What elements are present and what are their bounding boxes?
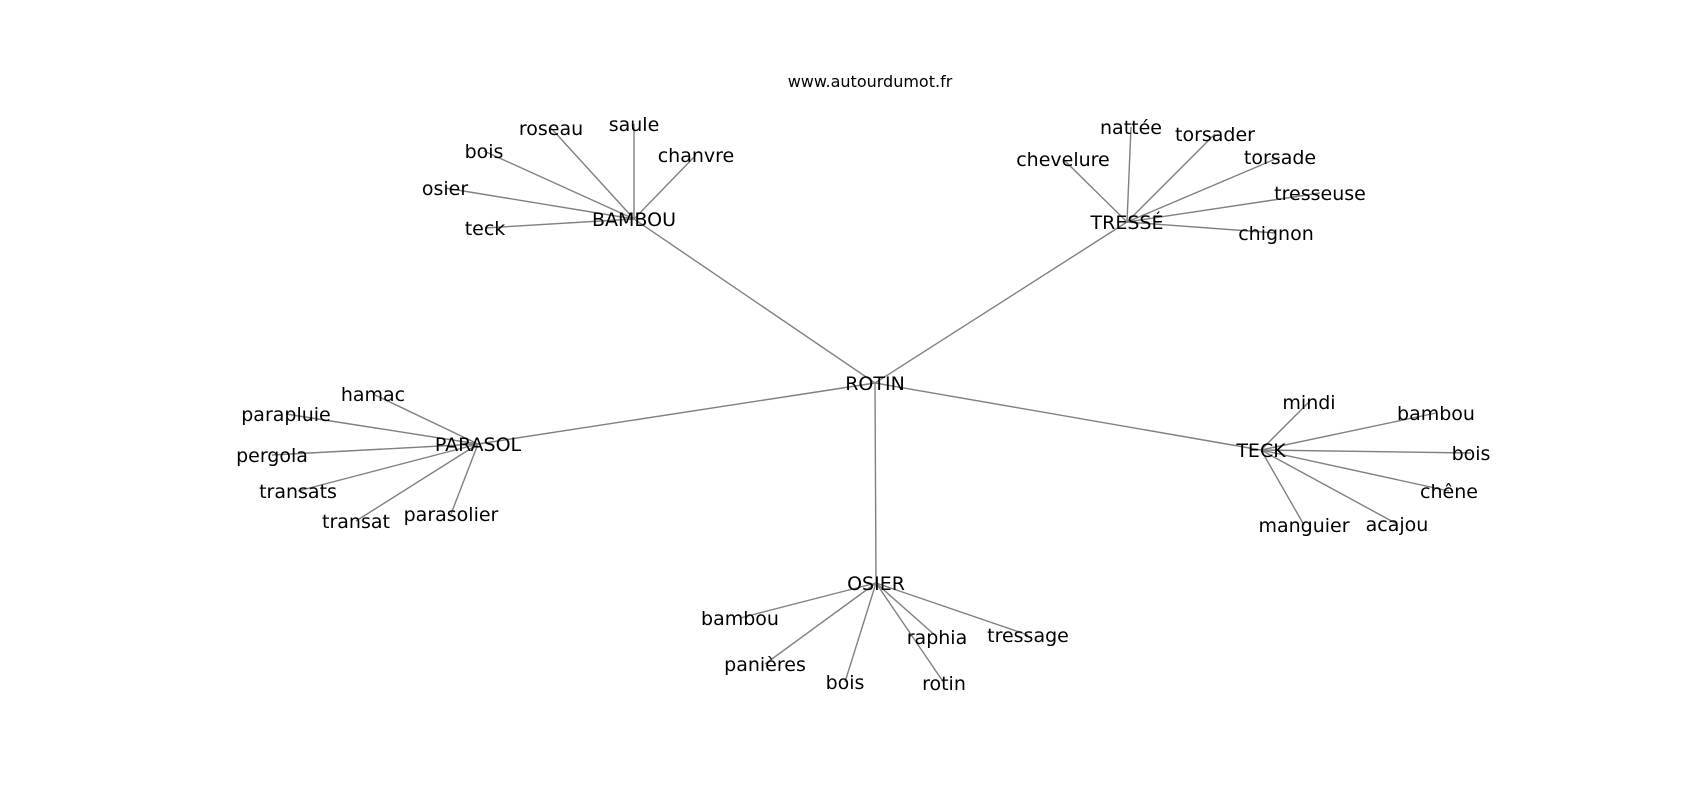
edge-root-parasol	[477, 382, 876, 445]
edge-osier-leaf	[844, 582, 877, 683]
edge-osier-leaf	[875, 582, 938, 638]
hub-node-label: BAMBOU	[592, 209, 676, 231]
edge-parasol-leaf	[297, 443, 479, 492]
edge-teck-leaf	[1260, 401, 1310, 451]
leaf-node-label: pergola	[236, 445, 308, 467]
leaf-node-label: hamac	[341, 384, 405, 406]
leaf-node-label: chignon	[1238, 223, 1314, 245]
leaf-node-label: panières	[724, 654, 806, 676]
edge-tresse-leaf	[1126, 221, 1277, 234]
edge-root-teck	[874, 382, 1262, 451]
edges	[271, 124, 1472, 684]
edge-bambou-leaf	[633, 154, 697, 220]
hub-node-label: OSIER	[847, 573, 905, 595]
site-watermark: www.autourdumot.fr	[788, 72, 953, 91]
edge-teck-leaf	[1260, 449, 1472, 454]
edge-root-bambou	[633, 218, 876, 384]
leaf-node-label: saule	[609, 114, 660, 136]
edge-bambou-leaf	[484, 218, 635, 229]
leaf-node-label: torsader	[1175, 124, 1255, 146]
edge-osier-leaf	[764, 582, 877, 665]
leaf-node-label: bois	[465, 141, 504, 163]
edge-osier-leaf	[875, 582, 1029, 636]
leaf-node-label: tresseuse	[1274, 183, 1366, 205]
leaf-node-label: chanvre	[658, 145, 735, 167]
leaf-node-label: roseau	[519, 118, 583, 140]
leaf-node-label: parapluie	[241, 404, 331, 426]
leaf-node-label: bambou	[1397, 403, 1475, 425]
edge-bambou-leaf	[483, 150, 635, 220]
edge-osier-leaf	[739, 582, 877, 619]
edge-root-tresse	[874, 221, 1128, 384]
edge-parasol-leaf	[271, 443, 479, 456]
leaf-node-label: chevelure	[1016, 149, 1110, 171]
edge-teck-leaf	[1260, 449, 1305, 526]
edge-tresse-leaf	[1062, 158, 1128, 223]
leaf-node-label: rotin	[922, 673, 966, 695]
leaf-node-label: nattée	[1100, 117, 1162, 139]
leaf-node-label: manguier	[1258, 515, 1349, 537]
edge-tresse-leaf	[1126, 133, 1216, 223]
edge-tresse-leaf	[1126, 192, 1321, 223]
edge-parasol-leaf	[355, 443, 479, 522]
edge-teck-leaf	[1260, 449, 1450, 492]
leaf-node-label: teck	[465, 218, 506, 240]
leaf-node-label: parasolier	[404, 504, 499, 526]
leaf-node-label: tressage	[987, 625, 1069, 647]
leaf-node-label: bois	[1452, 443, 1491, 465]
edge-teck-leaf	[1260, 449, 1398, 525]
edge-parasol-leaf	[372, 393, 479, 445]
leaf-node-label: torsade	[1244, 147, 1316, 169]
leaf-node-label: chêne	[1420, 481, 1478, 503]
leaf-node-label: raphia	[907, 627, 967, 649]
edge-root-osier	[874, 382, 877, 584]
leaf-node-label: acajou	[1366, 514, 1429, 536]
leaf-node-label: transats	[259, 481, 337, 503]
edge-tresse-leaf	[1126, 126, 1132, 223]
leaf-node-label: osier	[422, 178, 468, 200]
edge-tresse-leaf	[1126, 156, 1281, 223]
edge-bambou-leaf	[444, 187, 635, 220]
hub-node-label: PARASOL	[435, 434, 522, 456]
hub-node-label: TECK	[1235, 440, 1286, 462]
hub-node-label: TRESSÉ	[1090, 211, 1164, 234]
leaf-node-label: transat	[322, 511, 390, 533]
root-node-label: ROTIN	[845, 373, 905, 395]
labels: www.autourdumot.fr ROTIN BAMBOU roseau saul…	[236, 72, 1490, 695]
edge-bambou-leaf	[550, 127, 635, 220]
edge-osier-leaf	[875, 582, 945, 684]
edge-parasol-leaf	[285, 413, 479, 445]
leaf-node-label: bambou	[701, 608, 779, 630]
edge-teck-leaf	[1260, 412, 1437, 451]
leaf-node-label: mindi	[1282, 392, 1335, 414]
leaf-node-label: bois	[826, 672, 865, 694]
edge-parasol-leaf	[450, 443, 479, 515]
